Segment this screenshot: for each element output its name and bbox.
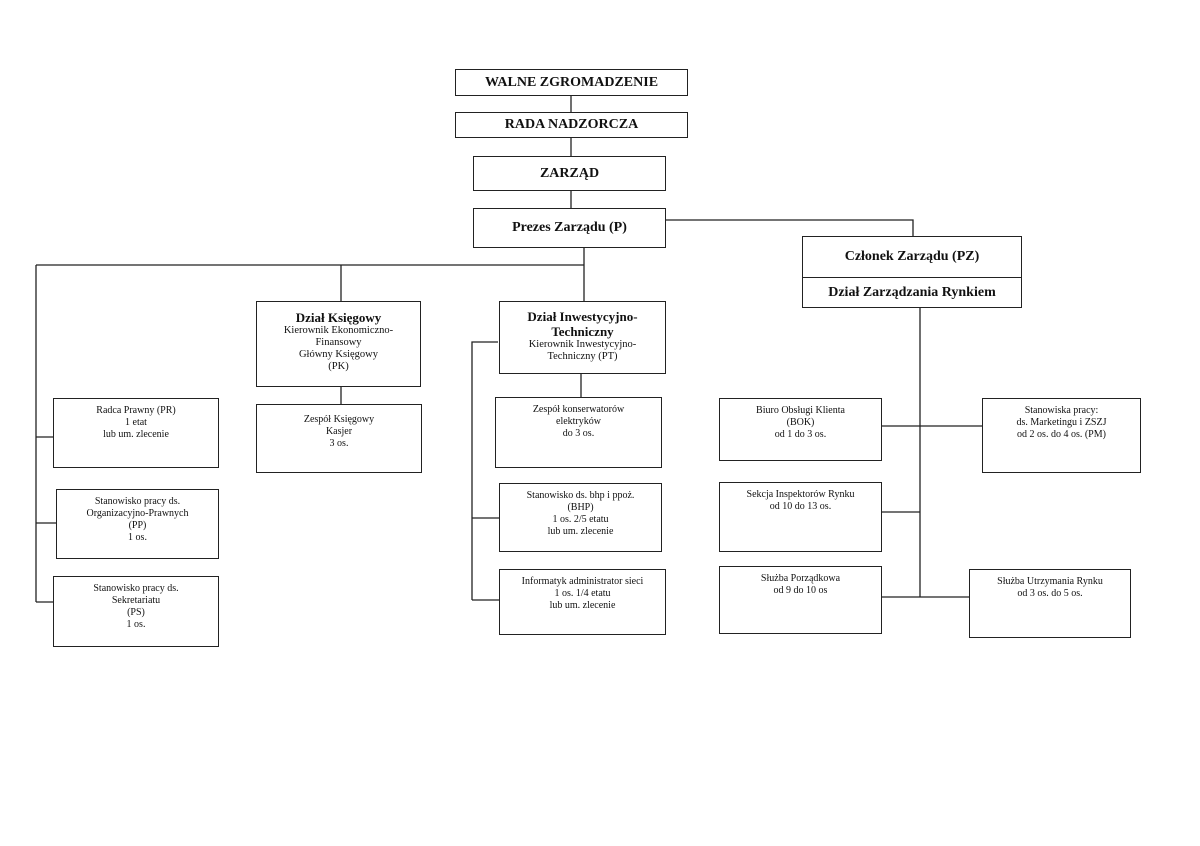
sekretariat-line: Sekretariatu [111, 595, 161, 606]
bok-box: Biuro Obsługi Klienta (BOK) od 1 do 3 os… [719, 398, 882, 461]
organizacyjno-prawne-box: Stanowisko pracy ds. Organizacyjno-Prawn… [56, 489, 219, 559]
sekretariat-line: 1 os. [126, 619, 146, 630]
connector [471, 341, 498, 600]
dzial-ksiegowy-title: Dział Księgowy [295, 310, 382, 325]
bhp-line: (BHP) [567, 502, 594, 513]
bhp-line: 1 os. 2/5 etatu [552, 514, 609, 525]
radca-line: 1 etat [125, 417, 147, 428]
radca-line: lub um. zlecenie [103, 429, 169, 440]
ksiegowy-line: Kierownik Ekonomiczno- [283, 325, 394, 336]
rada-nadzorcza-label: RADA NADZORCZA [504, 117, 639, 132]
czlonek-zarzadu-label: Członek Zarządu (PZ) [844, 249, 980, 264]
utrzymanie-line: Służba Utrzymania Rynku [997, 576, 1103, 587]
zespol-ksiegowy-box: Zespół Księgowy Kasjer 3 os. [256, 404, 422, 473]
bok-line: od 1 do 3 os. [774, 429, 827, 440]
marketing-line: Stanowiska pracy: [1024, 405, 1099, 416]
org-praw-line: 1 os. [128, 532, 147, 543]
walne-zgromadzenie-label: WALNE ZGROMADZENIE [484, 74, 659, 90]
zespol-ksieg-line: 3 os. [329, 438, 349, 449]
sekretariat-box: Stanowisko pracy ds. Sekretariatu (PS) 1… [53, 576, 219, 647]
konserwatorzy-box: Zespół konserwatorów elektryków do 3 os. [495, 397, 662, 468]
box-divider [803, 277, 1021, 278]
inspektorzy-box: Sekcja Inspektorów Rynku od 10 do 13 os. [719, 482, 882, 552]
zespol-ksieg-line: Zespół Księgowy [303, 414, 375, 425]
zarzad-box: ZARZĄD [473, 156, 666, 191]
prezes-box: Prezes Zarządu (P) [473, 208, 666, 248]
connector [666, 219, 914, 237]
bok-line: (BOK) [786, 417, 815, 428]
bhp-box: Stanowisko ds. bhp i ppoż. (BHP) 1 os. 2… [499, 483, 662, 552]
marketing-box: Stanowiska pracy: ds. Marketingu i ZSZJ … [982, 398, 1141, 473]
utrzymanie-line: od 3 os. do 5 os. [1017, 588, 1083, 599]
ksiegowy-line: Główny Księgowy [298, 349, 379, 360]
sekretariat-line: (PS) [127, 607, 145, 618]
informatyk-line: lub um. zlecenie [549, 600, 616, 611]
porzadkowa-box: Służba Porządkowa od 9 do 10 os [719, 566, 882, 634]
marketing-line: ds. Marketingu i ZSZJ [1016, 417, 1107, 428]
radca-line: Radca Prawny (PR) [96, 405, 176, 416]
informatyk-line: Informatyk administrator sieci [521, 576, 644, 587]
zespol-ksieg-line: Kasjer [325, 426, 353, 437]
utrzymanie-box: Służba Utrzymania Rynku od 3 os. do 5 os… [969, 569, 1131, 638]
konserwatorzy-line: do 3 os. [562, 428, 595, 439]
dzial-zarzadzania-rynkiem-label: Dział Zarządzania Rynkiem [828, 285, 996, 300]
konserwatorzy-line: Zespół konserwatorów [532, 404, 625, 415]
czlonek-zarzadu-box: Członek Zarządu (PZ) Dział Zarządzania R… [802, 236, 1022, 308]
ksiegowy-line: (PK) [328, 361, 349, 372]
sekretariat-line: Stanowisko pracy ds. [93, 583, 179, 594]
informatyk-line: 1 os. 1/4 etatu [554, 588, 611, 599]
inspektorzy-line: Sekcja Inspektorów Rynku [746, 489, 855, 500]
porzadkowa-line: Służba Porządkowa [760, 573, 841, 584]
dzial-inwestycyjny-box: Dział Inwestycyjno- Techniczny Kierownik… [499, 301, 666, 374]
konserwatorzy-line: elektryków [556, 416, 601, 427]
dzial-inwestycyjny-title: Techniczny [551, 324, 614, 339]
inwest-line: Kierownik Inwestycyjno- [528, 339, 637, 350]
org-praw-line: (PP) [128, 520, 147, 531]
informatyk-box: Informatyk administrator sieci 1 os. 1/4… [499, 569, 666, 635]
dzial-ksiegowy-box: Dział Księgowy Kierownik Ekonomiczno- Fi… [256, 301, 421, 387]
ksiegowy-line: Finansowy [315, 337, 362, 348]
rada-nadzorcza-box: RADA NADZORCZA [455, 112, 688, 138]
marketing-line: od 2 os. do 4 os. (PM) [1017, 429, 1106, 440]
bhp-line: lub um. zlecenie [547, 526, 614, 537]
inspektorzy-line: od 10 do 13 os. [769, 501, 832, 512]
radca-prawny-box: Radca Prawny (PR) 1 etat lub um. zleceni… [53, 398, 219, 468]
bhp-line: Stanowisko ds. bhp i ppoż. [526, 490, 635, 501]
inwest-line: Techniczny (PT) [547, 351, 618, 362]
prezes-label: Prezes Zarządu (P) [512, 220, 627, 235]
bok-line: Biuro Obsługi Klienta [756, 405, 845, 416]
zarzad-label: ZARZĄD [539, 165, 600, 181]
org-praw-line: Organizacyjno-Prawnych [86, 508, 189, 519]
org-praw-line: Stanowisko pracy ds. [94, 496, 181, 507]
porzadkowa-line: od 9 do 10 os [773, 585, 828, 596]
dzial-inwestycyjny-title: Dział Inwestycyjno- [527, 309, 638, 324]
walne-zgromadzenie-box: WALNE ZGROMADZENIE [455, 69, 688, 96]
